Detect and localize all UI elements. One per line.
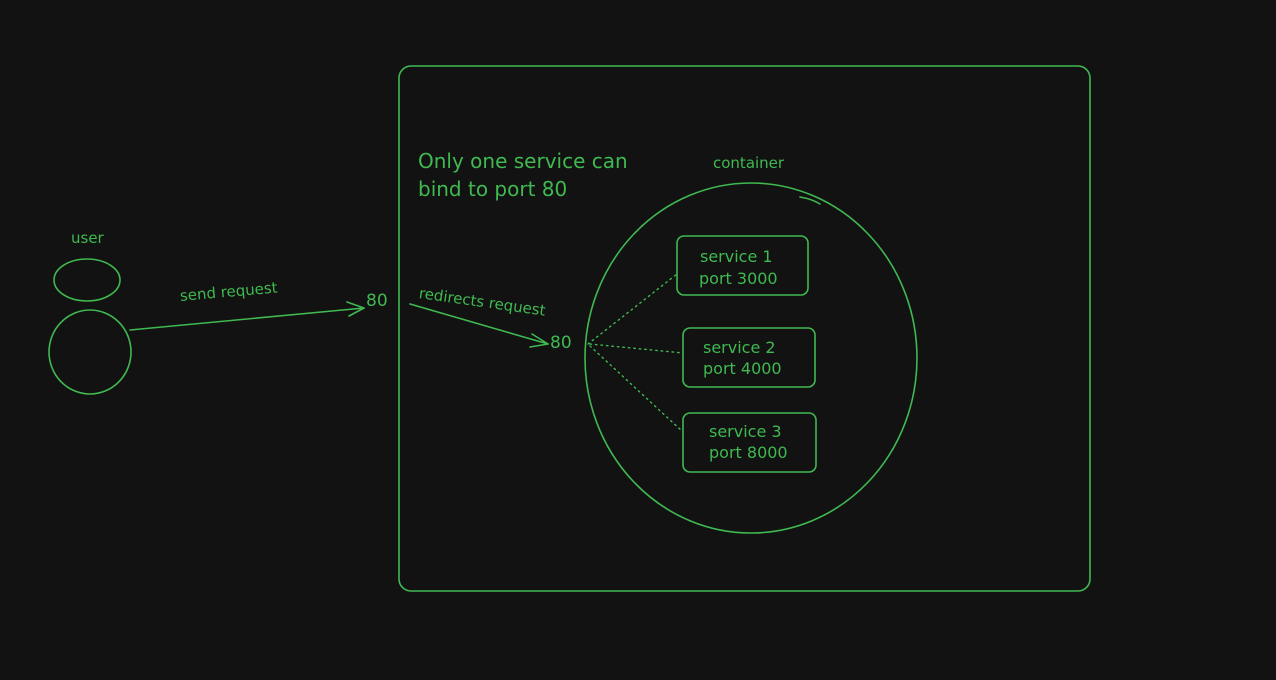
redirects-request-arrow bbox=[409, 303, 549, 345]
service-2-port: port 4000 bbox=[703, 359, 782, 378]
host-box bbox=[398, 65, 1091, 592]
container-circle bbox=[584, 182, 918, 534]
host-port-label: 80 bbox=[366, 291, 388, 311]
send-request-arrowhead bbox=[346, 301, 365, 317]
connector-service-2 bbox=[589, 343, 684, 354]
service-2-name: service 2 bbox=[703, 338, 776, 357]
user-body bbox=[48, 309, 132, 395]
service-1-name: service 1 bbox=[700, 247, 773, 266]
container-circle-overdraw bbox=[799, 196, 821, 205]
send-request-arrow bbox=[129, 307, 365, 331]
service-3-port: port 8000 bbox=[709, 443, 788, 462]
redirects-request-arrowhead bbox=[529, 333, 549, 348]
user-head bbox=[53, 258, 121, 302]
service-1-port: port 3000 bbox=[699, 269, 778, 288]
connector-service-1 bbox=[587, 273, 678, 345]
service-3-box bbox=[682, 412, 817, 473]
note-text: Only one service can bind to port 80 bbox=[418, 149, 628, 201]
container-label: container bbox=[713, 154, 785, 172]
service-1-box bbox=[676, 235, 809, 296]
container-port-label: 80 bbox=[550, 333, 572, 353]
connector-service-3 bbox=[589, 345, 684, 433]
service-3-name: service 3 bbox=[709, 422, 782, 441]
user-label: user bbox=[71, 229, 104, 247]
service-2-box bbox=[682, 327, 816, 388]
